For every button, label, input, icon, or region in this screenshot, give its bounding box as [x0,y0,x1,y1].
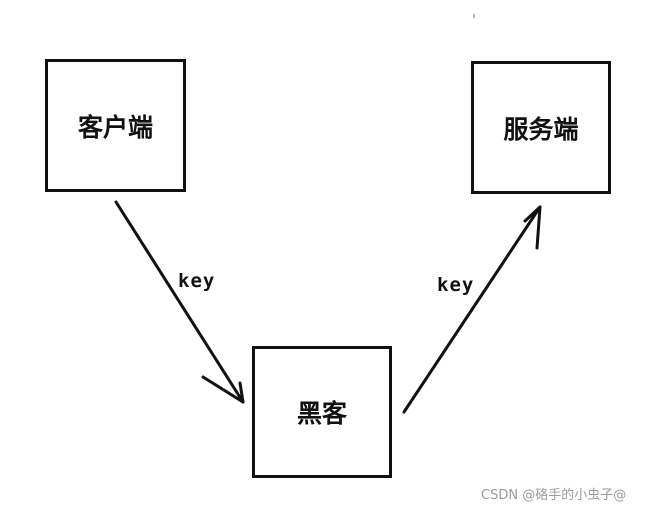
watermark: CSDN @硌手的小虫子@ [481,488,627,503]
client-box: 客户端 [45,59,186,192]
server-label: 服务端 [503,114,579,144]
server-box: 服务端 [471,61,611,194]
hacker-label: 黑客 [296,399,347,428]
edge-label-hacker-server: key [437,274,475,296]
arrow-client-to-hacker [114,200,245,404]
arrow-hacker-to-server-shaft [402,205,542,414]
arrow-client-to-hacker-shaft [114,200,245,404]
arrow-hacker-to-server [402,205,542,414]
arrow-hacker-to-server-head [523,205,542,250]
arrow-client-to-hacker-head [201,375,245,404]
client-label: 客户端 [77,112,153,142]
hacker-box: 黑客 [252,346,392,478]
edge-label-client-hacker: key [178,270,216,292]
